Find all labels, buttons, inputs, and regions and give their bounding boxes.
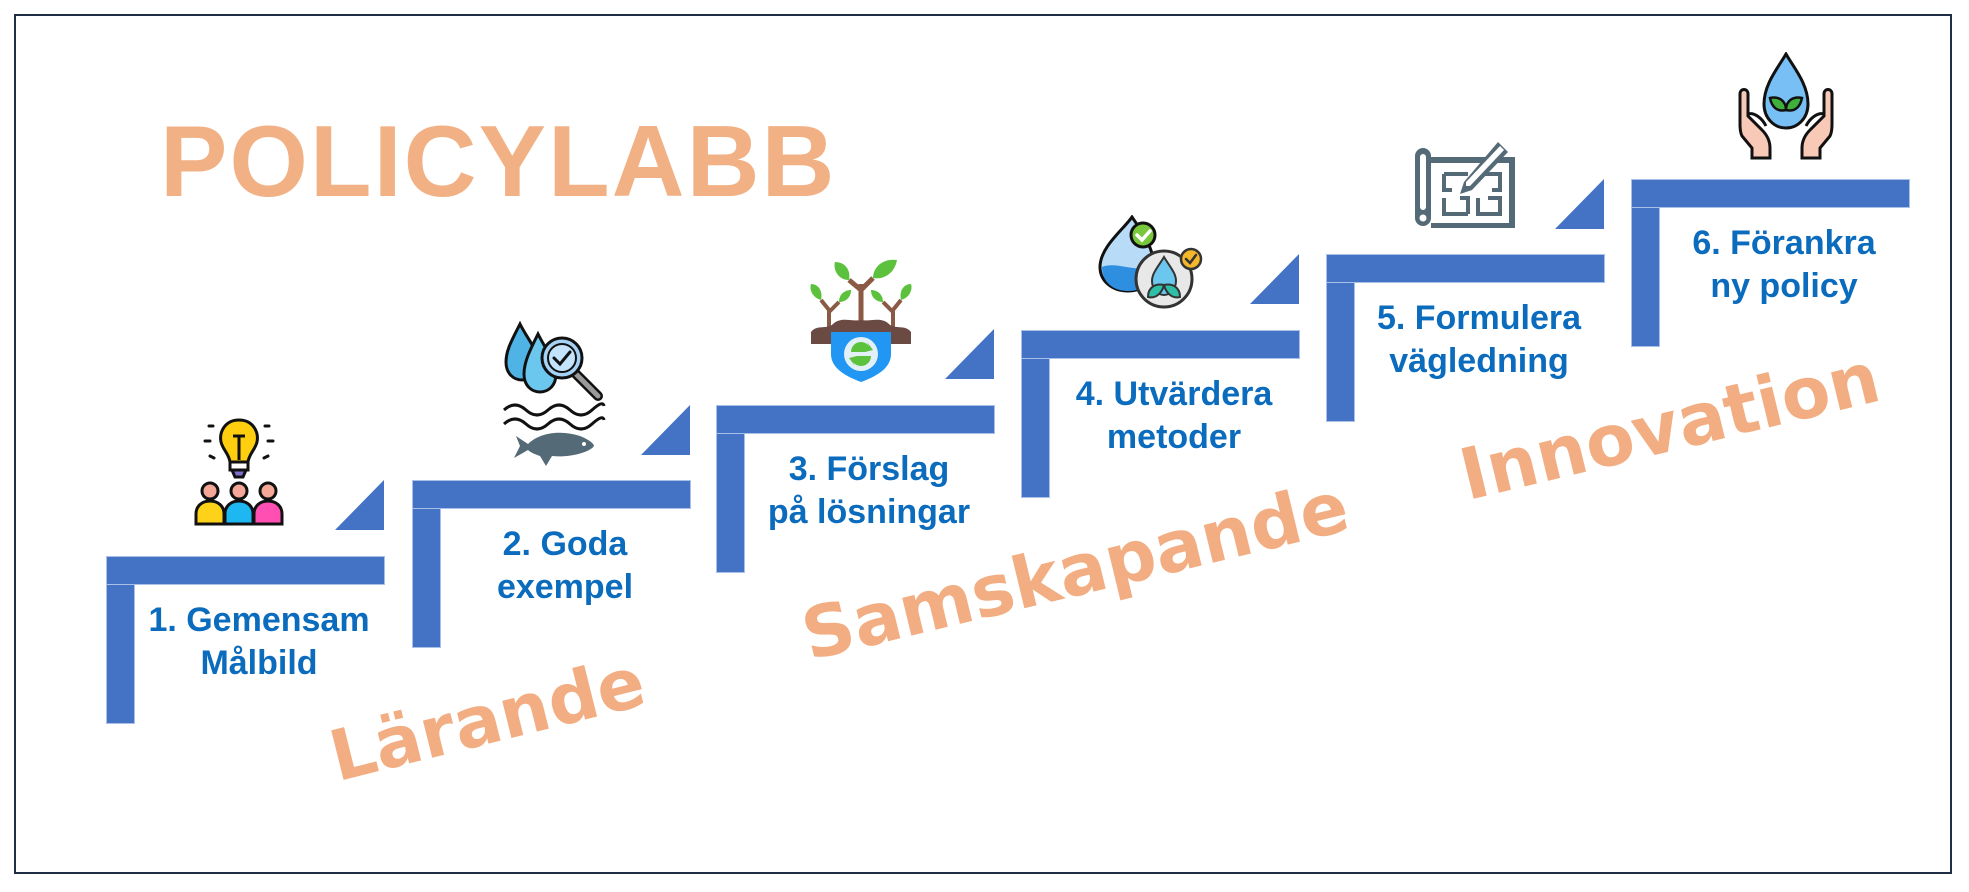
plant-shield-recycle-icon: [807, 254, 915, 382]
step-label: 6. Förankra ny policy: [1659, 222, 1909, 308]
step-2: 2. Goda exempel: [413, 481, 690, 647]
step-tread: [1022, 331, 1299, 358]
step-corner: [1022, 331, 1049, 358]
step-label-line2: ny policy: [1710, 267, 1858, 305]
step-tread: [413, 481, 690, 508]
step-tread: [107, 557, 384, 584]
step-riser: [717, 406, 744, 572]
step-label: 3. Förslag på lösningar: [744, 448, 994, 534]
step-label: 2. Goda exempel: [440, 523, 690, 609]
step-riser: [413, 481, 440, 647]
step-label-line1: 1. Gemensam: [148, 601, 370, 639]
diagram-title: POLICYLABB: [160, 106, 837, 218]
step-label: 1. Gemensam Målbild: [134, 599, 384, 685]
water-inspection-fish-icon: [500, 320, 610, 466]
step-tread: [1632, 180, 1909, 207]
step-label-line1: 6. Förankra: [1692, 224, 1876, 262]
step-riser: [1022, 331, 1049, 497]
step-label-line2: exempel: [496, 568, 634, 606]
step-corner: [107, 557, 134, 584]
step-tread: [1327, 255, 1604, 282]
idea-team-icon: [193, 414, 285, 528]
step-label: 5. Formulera vägledning: [1354, 297, 1604, 383]
step-corner: [717, 406, 744, 433]
step-label-line1: 2. Goda: [502, 525, 628, 563]
step-label-line1: 5. Formulera: [1376, 299, 1582, 337]
step-4: 4. Utvärdera metoder: [1022, 331, 1299, 497]
step-label-line2: vägledning: [1389, 342, 1569, 380]
step-5: 5. Formulera vägledning: [1327, 255, 1604, 421]
step-label-line1: 3. Förslag: [788, 450, 950, 488]
step-corner: [413, 481, 440, 508]
step-label-line1: 4. Utvärdera: [1075, 375, 1273, 413]
step-riser: [107, 557, 134, 723]
step-riser: [1327, 255, 1354, 421]
step-6: 6. Förankra ny policy: [1632, 180, 1909, 346]
step-label: 4. Utvärdera metoder: [1049, 373, 1299, 459]
step-label-line2: Målbild: [200, 644, 318, 682]
step-3: 3. Förslag på lösningar: [717, 406, 994, 572]
water-drop-check-icon: [1096, 215, 1208, 309]
step-1: 1. Gemensam Målbild: [107, 557, 384, 723]
step-tread: [717, 406, 994, 433]
step-label-line2: på lösningar: [767, 493, 971, 531]
hands-water-drop-icon: [1736, 52, 1836, 160]
step-corner: [1632, 180, 1659, 207]
blueprint-pencil-icon: [1412, 140, 1516, 228]
step-label-line2: metoder: [1106, 418, 1242, 456]
diagram-frame: [14, 14, 1952, 874]
step-riser: [1632, 180, 1659, 346]
step-corner: [1327, 255, 1354, 282]
